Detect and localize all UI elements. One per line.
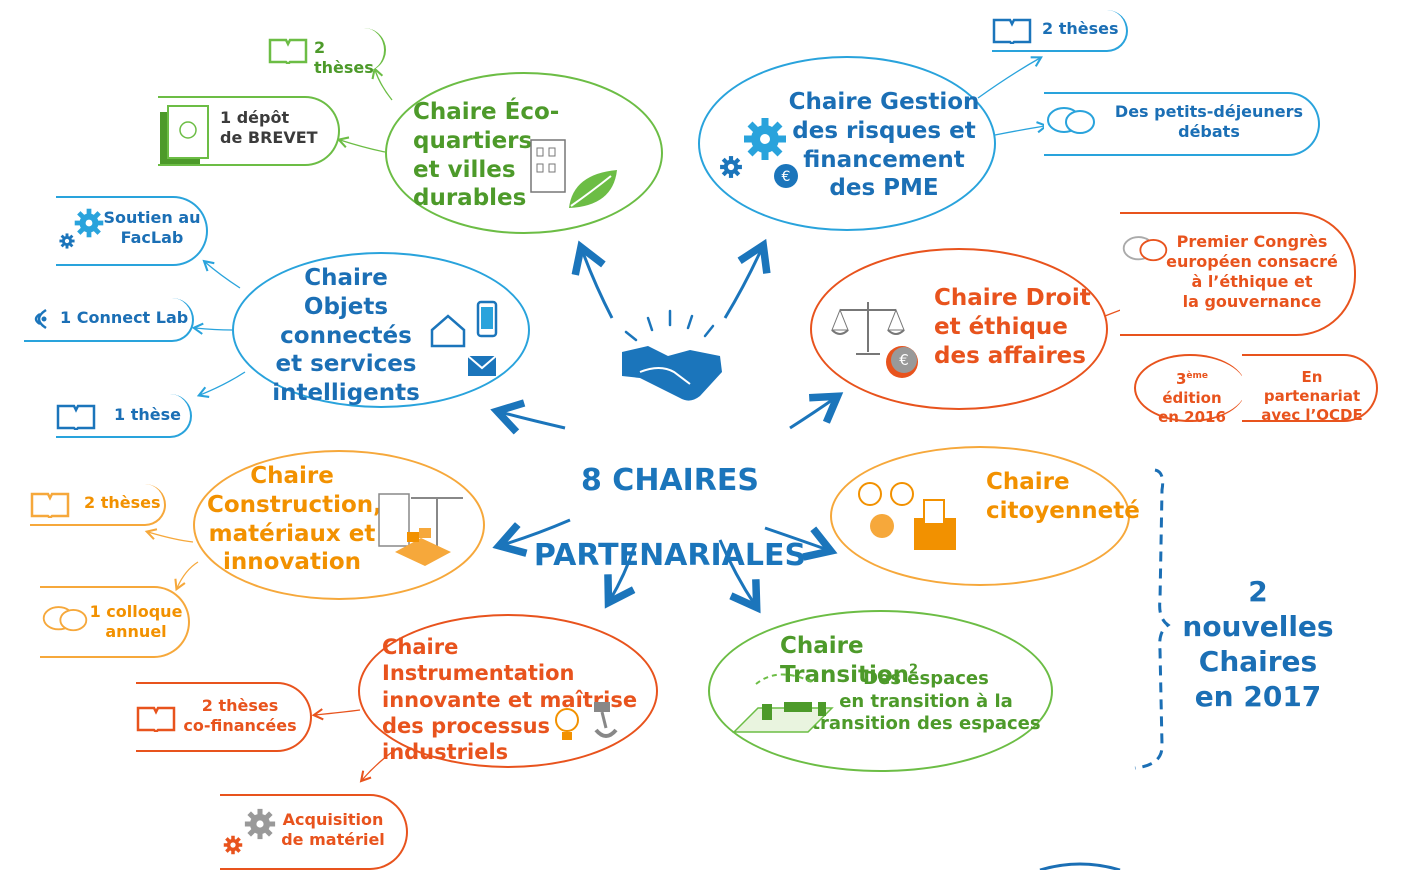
outcome-gestion-theses-label: 2 thèses [1042, 19, 1119, 38]
chaire-transition-title-text: Chaire Transition [780, 633, 910, 688]
book-icon [992, 18, 1032, 44]
chaire-droit-ethique: Chaire Droit et éthique des affaires € [810, 248, 1108, 410]
outcome-objets-faclab-label: Soutien au FacLab [103, 208, 201, 247]
lightbulb-icon [555, 708, 579, 740]
arrow-to-eco [582, 250, 614, 319]
outcome-droit-congres-label: Premier Congrès européen consacré à l’ét… [1166, 232, 1338, 311]
chaire-construction-label: Chaire Construction, matériaux et innova… [207, 463, 382, 576]
handshake-icon [622, 309, 722, 401]
new-chaires-note: 2 nouvelles Chaires en 2017 [1182, 575, 1334, 713]
book-icon [56, 404, 96, 430]
center-title-line1: 8 CHAIRES [580, 462, 760, 498]
outcome-instrumentation-theses-label: 2 thèses co-financées [183, 696, 297, 735]
scales-icon [831, 302, 905, 355]
outcome-construction-theses: 2 thèses [30, 484, 166, 526]
outcome-instrumentation-materiel-label: Acquisition de matériel [281, 810, 385, 849]
chaire-eco-quartiers-label: Chaire Éco-quartiers et villes durables [413, 99, 560, 212]
chaire-gestion-risques-label: Chaire Gestion des risques et financemen… [788, 89, 980, 202]
robot-arm-icon [594, 702, 618, 738]
outcome-objets-faclab: Soutien au FacLab [56, 196, 208, 266]
chaire-instrumentation-label: Chaire Instrumentation innovante et maît… [382, 635, 638, 764]
svg-text:€: € [782, 169, 791, 185]
outcome-droit-edition-num: 3 [1175, 370, 1187, 388]
ballot-box-icon [914, 499, 956, 550]
outcome-objets-connectlab-label: 1 Connect Lab [60, 308, 189, 327]
outcome-eco-theses-label: 2 thèses [314, 38, 374, 77]
chaire-objets-connectes-label: Chaire Objets connectés et services inte… [272, 265, 420, 406]
gear-icon [720, 156, 742, 178]
gear-icon [744, 118, 786, 160]
outcome-droit-ocde-label: En partenariat avec l’OCDE [1261, 368, 1363, 424]
center-title: 8 CHAIRES PARTENARIALES [530, 424, 810, 612]
outcome-droit-ocde: En partenariat avec l’OCDE [1242, 354, 1378, 424]
speech-bubbles-icon [1047, 107, 1095, 134]
book-icon [268, 38, 308, 64]
gear-icon [223, 835, 243, 855]
gear-icon [244, 808, 276, 840]
outcome-eco-theses: 2 thèses [268, 28, 386, 77]
crane-icon [378, 493, 463, 566]
outcome-gestion-petits-dej-label: Des petits-déjeuners débats [1114, 102, 1304, 141]
speech-bubbles-icon [1122, 236, 1168, 262]
chaire-transition: Chaire Transition2 Des espaces en transi… [708, 610, 1053, 772]
smartphone-icon [476, 300, 498, 338]
outcome-gestion-petits-dej: Des petits-déjeuners débats [1044, 92, 1320, 156]
outcome-droit-edition: 3ème édition en 2016 [1134, 354, 1246, 426]
outcome-instrumentation-theses: 2 thèses co-financées [136, 682, 312, 752]
outcome-instrumentation-materiel: Acquisition de matériel [220, 794, 408, 870]
gear-icon [74, 208, 104, 238]
arrow-to-transition [718, 539, 755, 605]
faces-icon [858, 482, 914, 538]
outcome-droit-edition-rest: édition en 2016 [1158, 388, 1226, 426]
table-chairs-icon [732, 673, 834, 733]
main-arrows [500, 248, 835, 605]
chaire-citoyennete: Chaire citoyenneté [830, 446, 1140, 586]
outcome-objets-these-label: 1 thèse [114, 405, 181, 424]
book-icon [30, 492, 70, 518]
chaire-transition-title: Chaire Transition2 [780, 632, 1000, 690]
outcome-objets-these: 1 thèse [56, 394, 192, 438]
outcome-construction-theses-label: 2 thèses [84, 493, 161, 512]
outcome-gestion-theses: 2 thèses [992, 10, 1128, 52]
chaire-eco-quartiers: Chaire Éco-quartiers et villes durables [385, 72, 663, 234]
arrow-to-objets [500, 412, 566, 428]
chaire-transition-body: Des espaces en transition à la transitio… [811, 668, 1041, 734]
outcome-construction-colloque-label: 1 colloque annuel [89, 602, 183, 641]
arrow-to-citoyennete [764, 528, 828, 550]
chaire-gestion-risques: Chaire Gestion des risques et financemen… [698, 56, 996, 231]
outcome-droit-edition-sup: ème [1186, 371, 1209, 381]
arrow-to-droit [789, 398, 835, 430]
outcome-droit-congres: Premier Congrès européen consacré à l’ét… [1120, 212, 1356, 336]
speech-bubbles-icon [42, 606, 88, 632]
building-icon [530, 139, 566, 193]
gear-icon [59, 233, 75, 249]
outcome-droit-edition-label: 3ème édition en 2016 [1144, 370, 1240, 426]
outcome-eco-brevet-label: 1 dépôt de BREVET [220, 108, 318, 147]
chaire-construction: Chaire Construction, matériaux et innova… [193, 450, 485, 600]
patent-icon [160, 105, 209, 164]
new-chaires-bracket [1134, 468, 1171, 770]
chaire-transition-title-sup: 2 [909, 662, 919, 678]
house-icon [430, 314, 466, 348]
outcome-construction-colloque: 1 colloque annuel [40, 586, 190, 658]
chaire-citoyennete-label: Chaire citoyenneté [986, 469, 1140, 524]
euro-icon: € [774, 164, 798, 188]
wifi-icon [34, 308, 47, 330]
chaire-instrumentation: Chaire Instrumentation innovante et maît… [358, 614, 658, 768]
outcome-objets-connectlab: 1 Connect Lab [24, 298, 194, 342]
chaire-droit-ethique-label: Chaire Droit et éthique des affaires [934, 285, 1091, 369]
book-icon [136, 706, 176, 732]
center-title-line2: PARTENARIALES [533, 537, 807, 573]
arrow-to-gestion [723, 248, 762, 319]
leaf-icon [569, 170, 617, 208]
euro-icon: € [886, 346, 918, 378]
chaire-objets-connectes: Chaire Objets connectés et services inte… [232, 252, 530, 408]
envelope-icon [467, 355, 497, 376]
svg-text:€: € [899, 351, 909, 369]
arrow-to-instrumentation [610, 544, 637, 600]
outcome-eco-brevet: 1 dépôt de BREVET [158, 96, 340, 166]
arrow-to-construction [502, 518, 571, 545]
